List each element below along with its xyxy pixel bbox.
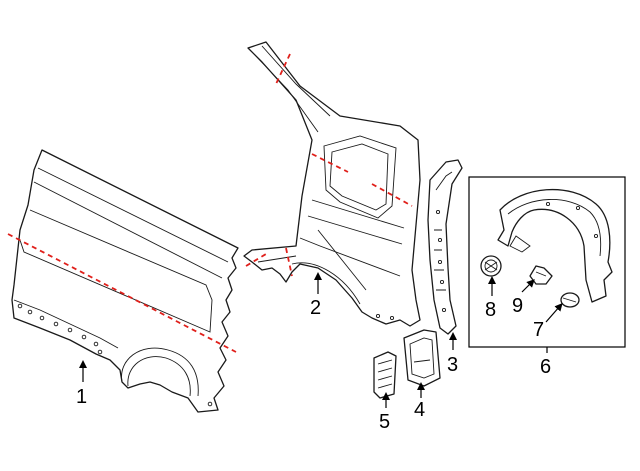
callout-1: 1 [76,386,87,408]
cut-line-2b [311,153,349,173]
callout-4: 4 [414,399,425,421]
callout-2: 2 [310,297,321,319]
leader-7 [545,302,563,323]
pillar-reinforcement[interactable] [427,159,463,335]
callout-5: 5 [379,411,390,433]
grommet[interactable] [480,255,502,277]
inner-side-panel[interactable] [243,41,421,327]
cut-line-1 [7,233,237,353]
cut-line-2c [371,183,413,207]
fuel-door-housing[interactable] [403,329,441,387]
wheelhouse-liner[interactable] [497,188,613,303]
cut-line-2d [245,253,267,267]
callout-8: 8 [485,299,496,321]
callout-6: 6 [540,356,551,378]
callout-7: 7 [533,319,544,341]
callout-3: 3 [447,354,458,376]
leader-9 [521,279,535,293]
push-clip[interactable] [529,265,553,285]
cut-line-2e [285,247,293,277]
callout-9: 9 [512,295,523,317]
cut-line-2a [275,53,291,85]
vent-grille[interactable] [373,351,397,399]
rivet-fastener[interactable] [560,292,580,308]
outer-side-panel[interactable] [11,149,239,413]
